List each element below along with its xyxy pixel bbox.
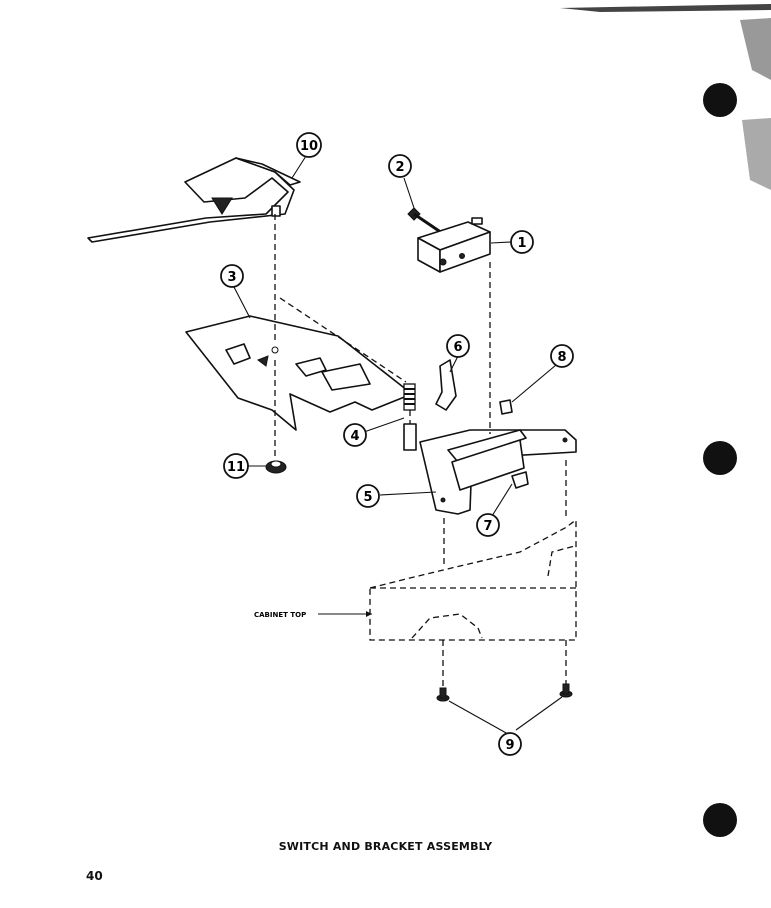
cabinet-top <box>369 460 577 641</box>
callout-5-text: 5 <box>363 490 372 505</box>
callout-3: 3 <box>220 264 244 288</box>
assembly-lines <box>274 214 491 458</box>
callout-10: 10 <box>296 132 322 158</box>
callout-9-text: 9 <box>505 738 514 753</box>
part-3-bracket-plate <box>185 315 413 431</box>
part-1-lid-switch <box>417 217 491 273</box>
callout-6-text: 6 <box>453 340 462 355</box>
part-5-mounting-bracket <box>419 429 577 515</box>
cabinet-top-label: CABINET TOP <box>254 611 306 619</box>
callout-5: 5 <box>356 484 380 508</box>
callout-11: 11 <box>223 453 249 479</box>
part-9-screws <box>436 640 573 702</box>
part-11-nut <box>265 460 287 474</box>
callout-1-text: 1 <box>517 236 526 251</box>
part-6-clip <box>435 359 457 411</box>
callout-11-text: 11 <box>227 460 245 475</box>
callout-6: 6 <box>446 334 470 358</box>
leader-lines <box>233 155 563 735</box>
callout-1: 1 <box>510 230 534 254</box>
callouts: 10 2 1 3 6 8 4 11 <box>220 132 574 756</box>
part-4-spring <box>403 383 417 451</box>
callout-3-text: 3 <box>227 270 236 285</box>
callout-10-text: 10 <box>300 139 318 154</box>
callout-2-text: 2 <box>395 160 404 175</box>
part-8-small-clip <box>499 399 513 415</box>
callout-8: 8 <box>550 344 574 368</box>
callout-7: 7 <box>476 513 500 537</box>
callout-9: 9 <box>498 732 522 756</box>
callout-7-text: 7 <box>483 519 492 534</box>
callout-2: 2 <box>388 154 412 178</box>
scan-marks <box>560 4 771 837</box>
callout-8-text: 8 <box>557 350 566 365</box>
callout-4-text: 4 <box>350 429 359 444</box>
diagram-caption: SWITCH AND BRACKET ASSEMBLY <box>278 840 493 853</box>
page-number: 40 <box>86 869 103 883</box>
part-10-lid-lever <box>87 157 301 243</box>
callout-4: 4 <box>343 423 367 447</box>
